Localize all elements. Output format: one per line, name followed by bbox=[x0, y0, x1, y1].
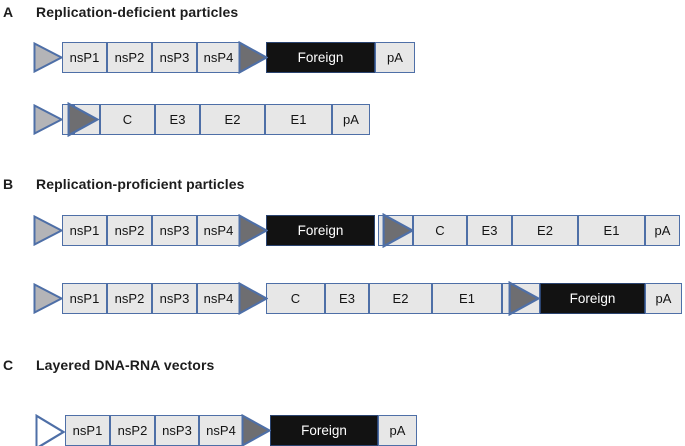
gene-box-c: C bbox=[266, 283, 325, 314]
gene-box-e2: E2 bbox=[369, 283, 432, 314]
gene-box-nsp4: nsP4 bbox=[197, 283, 240, 314]
gene-box-e1: E1 bbox=[432, 283, 502, 314]
gene-box-nsp4: nsP4 bbox=[199, 415, 243, 446]
gene-box-c: C bbox=[100, 104, 155, 135]
promoter-arrow-white-icon bbox=[35, 414, 65, 446]
gene-box-nsp2: nsP2 bbox=[107, 215, 152, 246]
section-letter: A bbox=[3, 4, 14, 20]
section-title: Layered DNA-RNA vectors bbox=[36, 357, 215, 373]
section-header-b: B Replication-proficient particles bbox=[3, 176, 245, 192]
section-title: Replication-deficient particles bbox=[36, 4, 239, 20]
promoter-arrow-light-icon bbox=[33, 215, 63, 246]
gene-box-e3: E3 bbox=[325, 283, 369, 314]
promoter-arrow-light-icon bbox=[33, 283, 63, 314]
section-header-a: A Replication-deficient particles bbox=[3, 4, 238, 20]
gene-box-foreign: Foreign bbox=[270, 415, 378, 446]
gene-box-e2: E2 bbox=[512, 215, 578, 246]
gene-box-nsp1: nsP1 bbox=[62, 283, 107, 314]
gene-box-nsp4: nsP4 bbox=[197, 42, 240, 73]
gene-box-pa: pA bbox=[645, 283, 682, 314]
gene-box-nsp1: nsP1 bbox=[65, 415, 110, 446]
gene-box-e2: E2 bbox=[200, 104, 265, 135]
promoter-arrow-dark-icon bbox=[382, 213, 414, 248]
gene-box-pa: pA bbox=[332, 104, 370, 135]
promoter-arrow-dark-icon bbox=[508, 281, 540, 316]
gene-box-foreign: Foreign bbox=[540, 283, 645, 314]
gene-box-nsp1: nsP1 bbox=[62, 215, 107, 246]
gene-box-c: C bbox=[413, 215, 467, 246]
section-letter: B bbox=[3, 176, 14, 192]
section-header-c: C Layered DNA-RNA vectors bbox=[3, 357, 214, 373]
promoter-arrow-dark-icon bbox=[241, 414, 271, 446]
gene-box-foreign: Foreign bbox=[266, 42, 375, 73]
section-title: Replication-proficient particles bbox=[36, 176, 245, 192]
promoter-arrow-dark-icon bbox=[238, 282, 268, 315]
gene-box-nsp3: nsP3 bbox=[152, 283, 197, 314]
gene-box-nsp4: nsP4 bbox=[197, 215, 240, 246]
gene-box-nsp2: nsP2 bbox=[107, 42, 152, 73]
gene-box-e3: E3 bbox=[155, 104, 200, 135]
gene-box-nsp2: nsP2 bbox=[110, 415, 155, 446]
gene-box-pa: pA bbox=[375, 42, 415, 73]
gene-box-nsp1: nsP1 bbox=[62, 42, 107, 73]
promoter-arrow-dark-icon bbox=[238, 214, 268, 247]
promoter-arrow-dark-icon bbox=[238, 41, 268, 74]
gene-box-pa: pA bbox=[645, 215, 680, 246]
gene-box-nsp3: nsP3 bbox=[155, 415, 199, 446]
gene-box-e1: E1 bbox=[578, 215, 645, 246]
gene-box-foreign: Foreign bbox=[266, 215, 375, 246]
promoter-arrow-light-icon bbox=[33, 104, 63, 135]
gene-box-nsp3: nsP3 bbox=[152, 215, 197, 246]
gene-box-e1: E1 bbox=[265, 104, 332, 135]
gene-box-nsp3: nsP3 bbox=[152, 42, 197, 73]
gene-box-e3: E3 bbox=[467, 215, 512, 246]
promoter-arrow-light-icon bbox=[33, 42, 63, 73]
gene-box-nsp2: nsP2 bbox=[107, 283, 152, 314]
promoter-arrow-dark-icon bbox=[67, 102, 99, 137]
gene-box-pa: pA bbox=[378, 415, 417, 446]
section-letter: C bbox=[3, 357, 14, 373]
